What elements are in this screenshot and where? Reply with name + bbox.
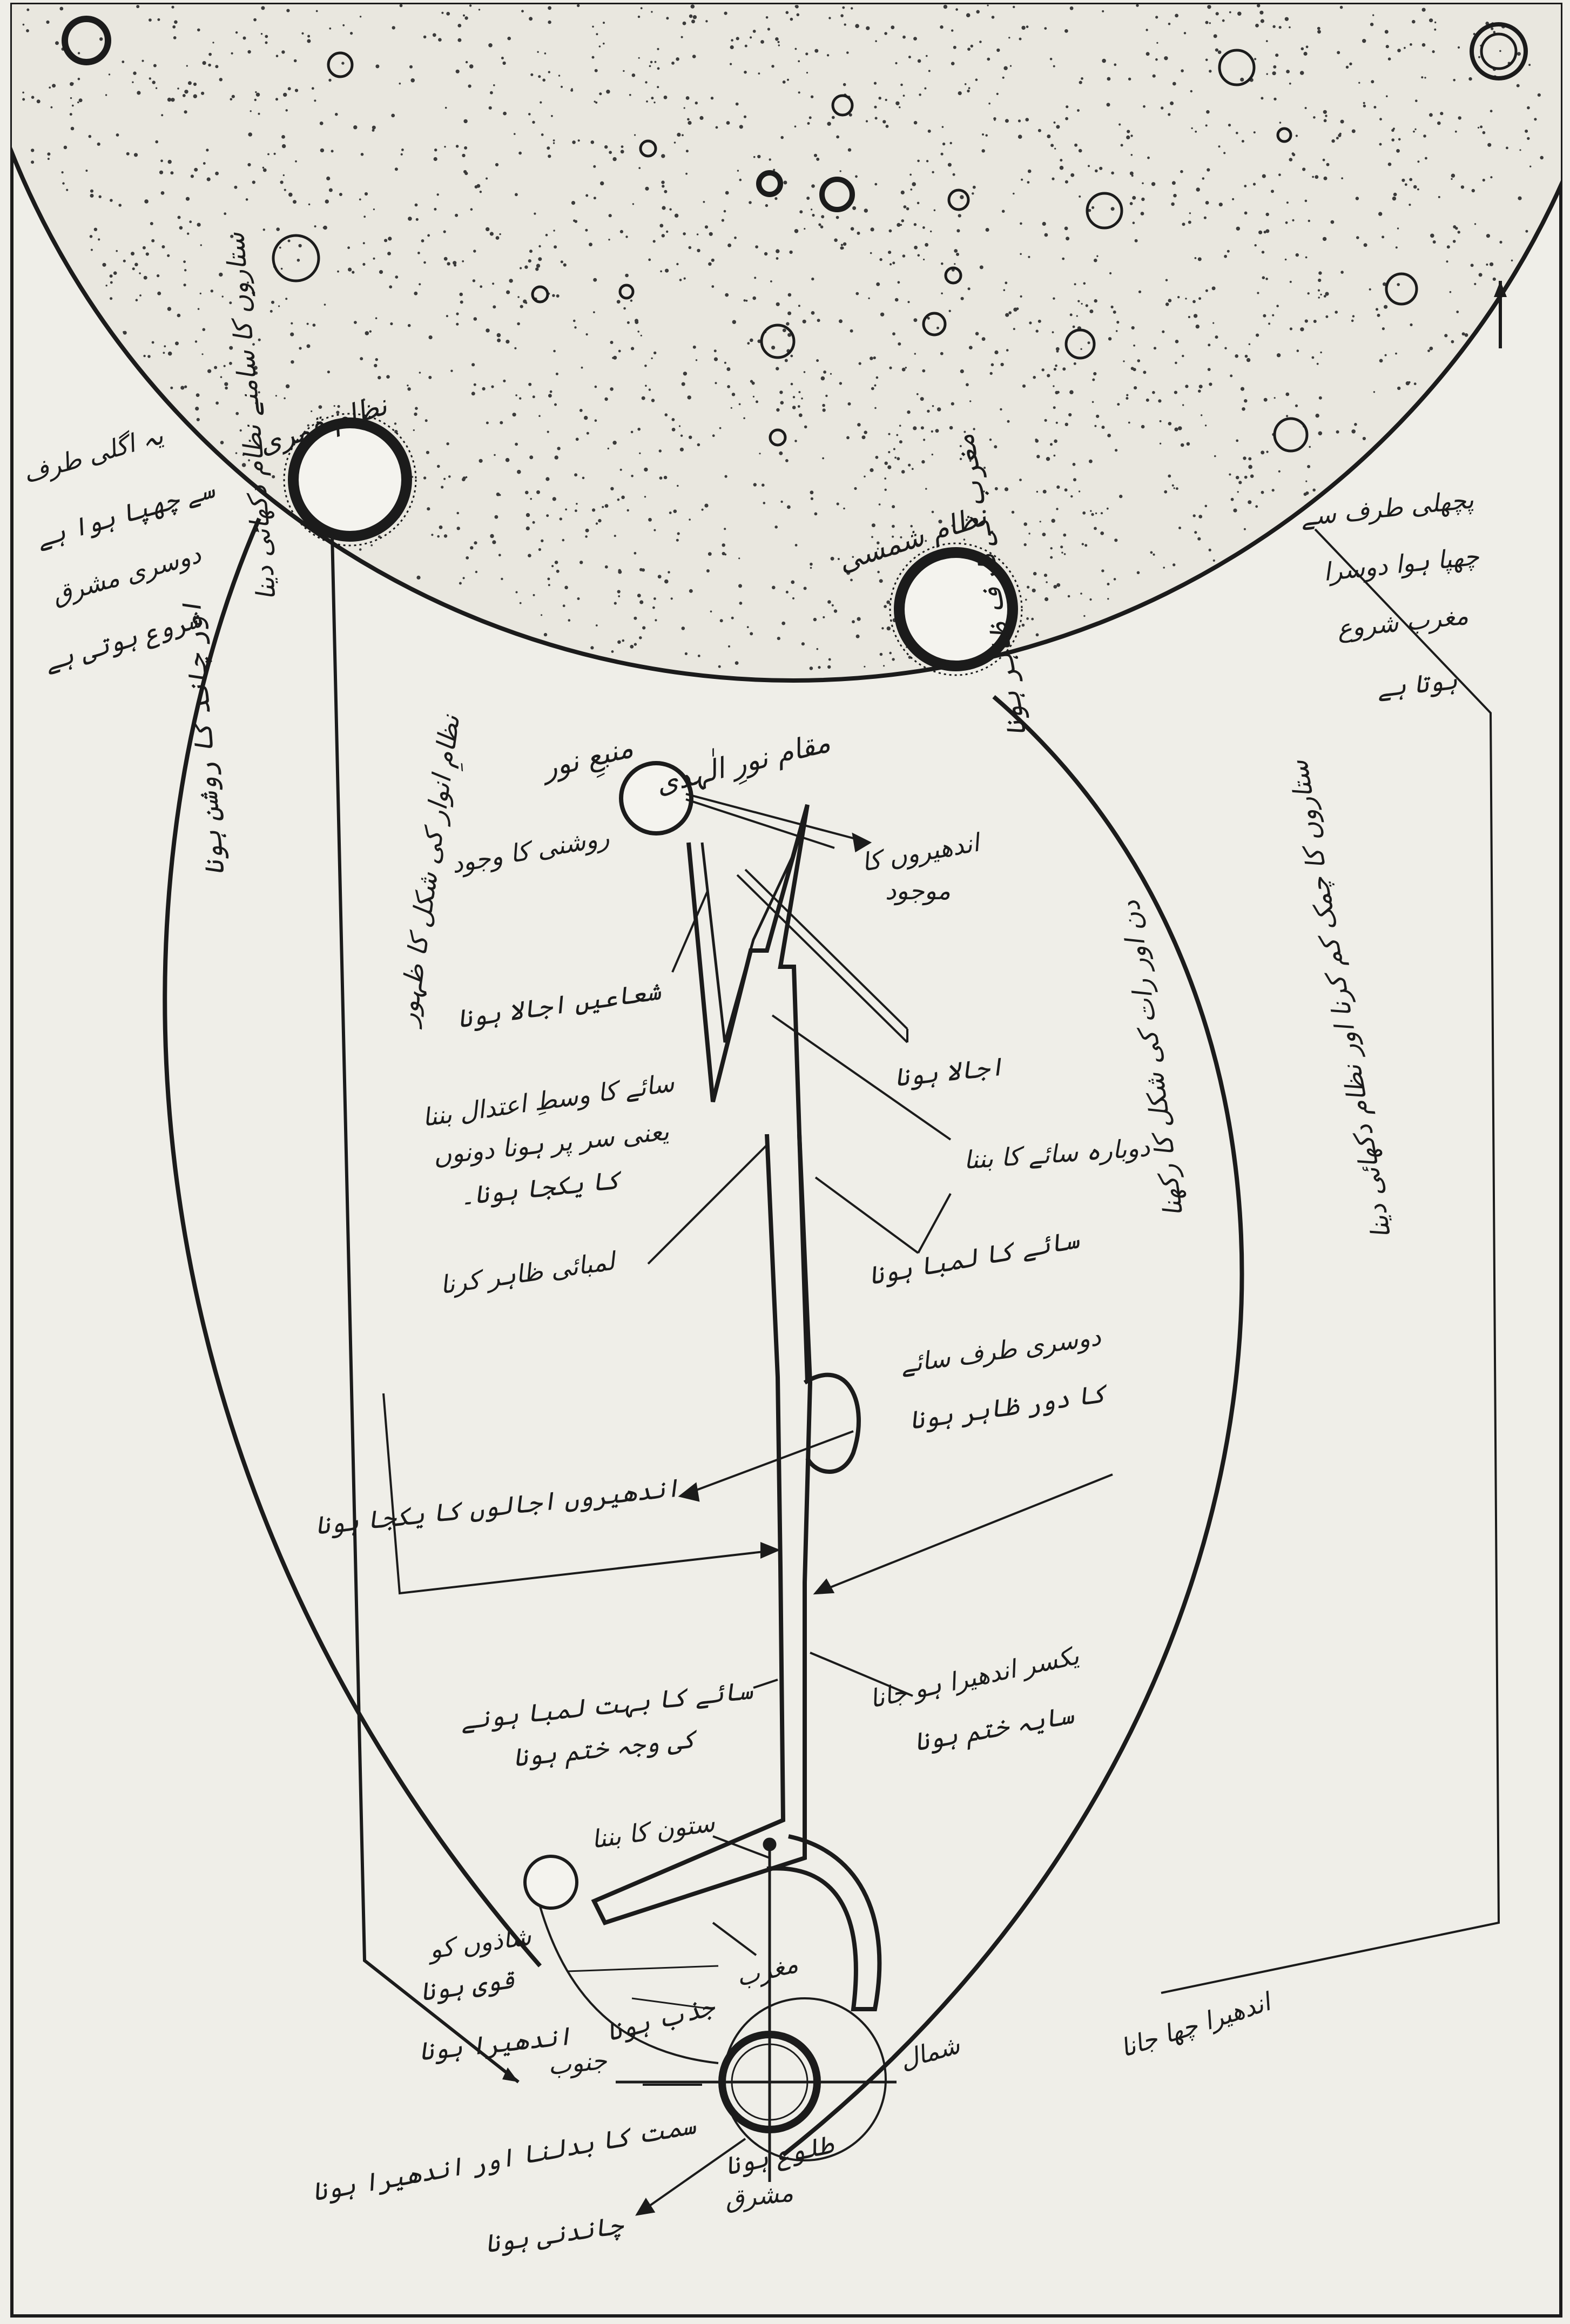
label-bahut-2: کی وجہ ختم ہونا xyxy=(511,1724,700,1775)
label-bahut-1: سائے کا بہت لمبا ہونے xyxy=(459,1675,754,1736)
right-top-note-1: پچھلی طرف سے xyxy=(1299,484,1475,532)
label-shuaaein: شعاعیں اجالا ہونا xyxy=(455,976,663,1033)
label-yaksar-1: یکسر اندھیرا ہو جانا xyxy=(867,1641,1082,1714)
label-sutoon: ستون کا بننا xyxy=(590,1808,717,1854)
label-shadon-1: شاذوں کو xyxy=(425,1921,534,1965)
label-andheron-ujalon: اندھیروں اجالوں کا یکجا ہونا xyxy=(314,1473,681,1540)
left-top-note-1: یہ اگلی طرف xyxy=(20,421,167,489)
label-simat: سمت کا بدلنا اور اندھیرا ہونا xyxy=(309,2110,698,2206)
label-tulu: طلوع ہونا xyxy=(722,2130,837,2183)
label-jazb: جذب ہونا xyxy=(603,1992,718,2047)
label-ujala: اجالا ہونا xyxy=(893,1052,1005,1092)
label-wasat-3: کا یکجا ہونا۔ xyxy=(458,1165,624,1211)
source-label: منبعِ نور xyxy=(536,731,638,791)
right-vert-note-1: ستاروں کا چمک کم کرنا اور نظام دکھائی دی… xyxy=(1283,758,1397,1241)
mid-vert-note-2: دن اور رات کی شکل کا رکھنا xyxy=(1115,898,1189,1218)
label-andhera-chhana: اندھیرا چھا جانا xyxy=(1117,1986,1277,2063)
label-maghrib: مغرب xyxy=(733,1949,800,1992)
label-roshni: روشنی کا وجود xyxy=(449,823,611,879)
label-andheron-2: موجود xyxy=(885,876,951,906)
label-doosri-1: دوسری طرف سائے xyxy=(899,1322,1103,1379)
label-shamal: شمال xyxy=(897,2030,963,2075)
label-andheron-1: اندھیروں کا xyxy=(859,827,984,878)
right-vert-note-2: مغرب کی طرف ظاہر ہونا xyxy=(949,432,1033,738)
lunar-label: نظام قمری xyxy=(255,389,392,461)
label-dobara: دوبارہ سائے کا بننا xyxy=(962,1133,1151,1175)
left-top-note-3: دوسری مشرق xyxy=(49,540,205,610)
left-vert-note-2: اور چاند کا روشن ہونا xyxy=(177,599,231,877)
label-mashriq: مشرق xyxy=(723,2178,794,2214)
label-yaksar-2: سایہ ختم ہونا xyxy=(912,1700,1076,1759)
right-top-note-3: مغرب شروع xyxy=(1336,601,1470,644)
label-lambai: لمبائی ظاہر کرنا xyxy=(438,1246,619,1301)
right-top-note-2: چھپا ہوا دوسرا xyxy=(1322,541,1480,587)
left-vert-note-1: ستاروں کا سامنے نظام دکھائی دینا xyxy=(220,231,282,602)
label-saye-lamba: سائے کا لمبا ہونا xyxy=(866,1224,1082,1290)
label-shadon-2: قوی ہونا xyxy=(418,1964,517,2006)
label-chandni: چاندنی ہونا xyxy=(483,2210,626,2259)
light-place-label: مقام نورِ الٰہدی xyxy=(651,720,834,805)
right-top-note-4: ہوتا ہے xyxy=(1376,665,1459,703)
label-doosri-2: کا دور ظاہر ہونا xyxy=(907,1378,1110,1435)
